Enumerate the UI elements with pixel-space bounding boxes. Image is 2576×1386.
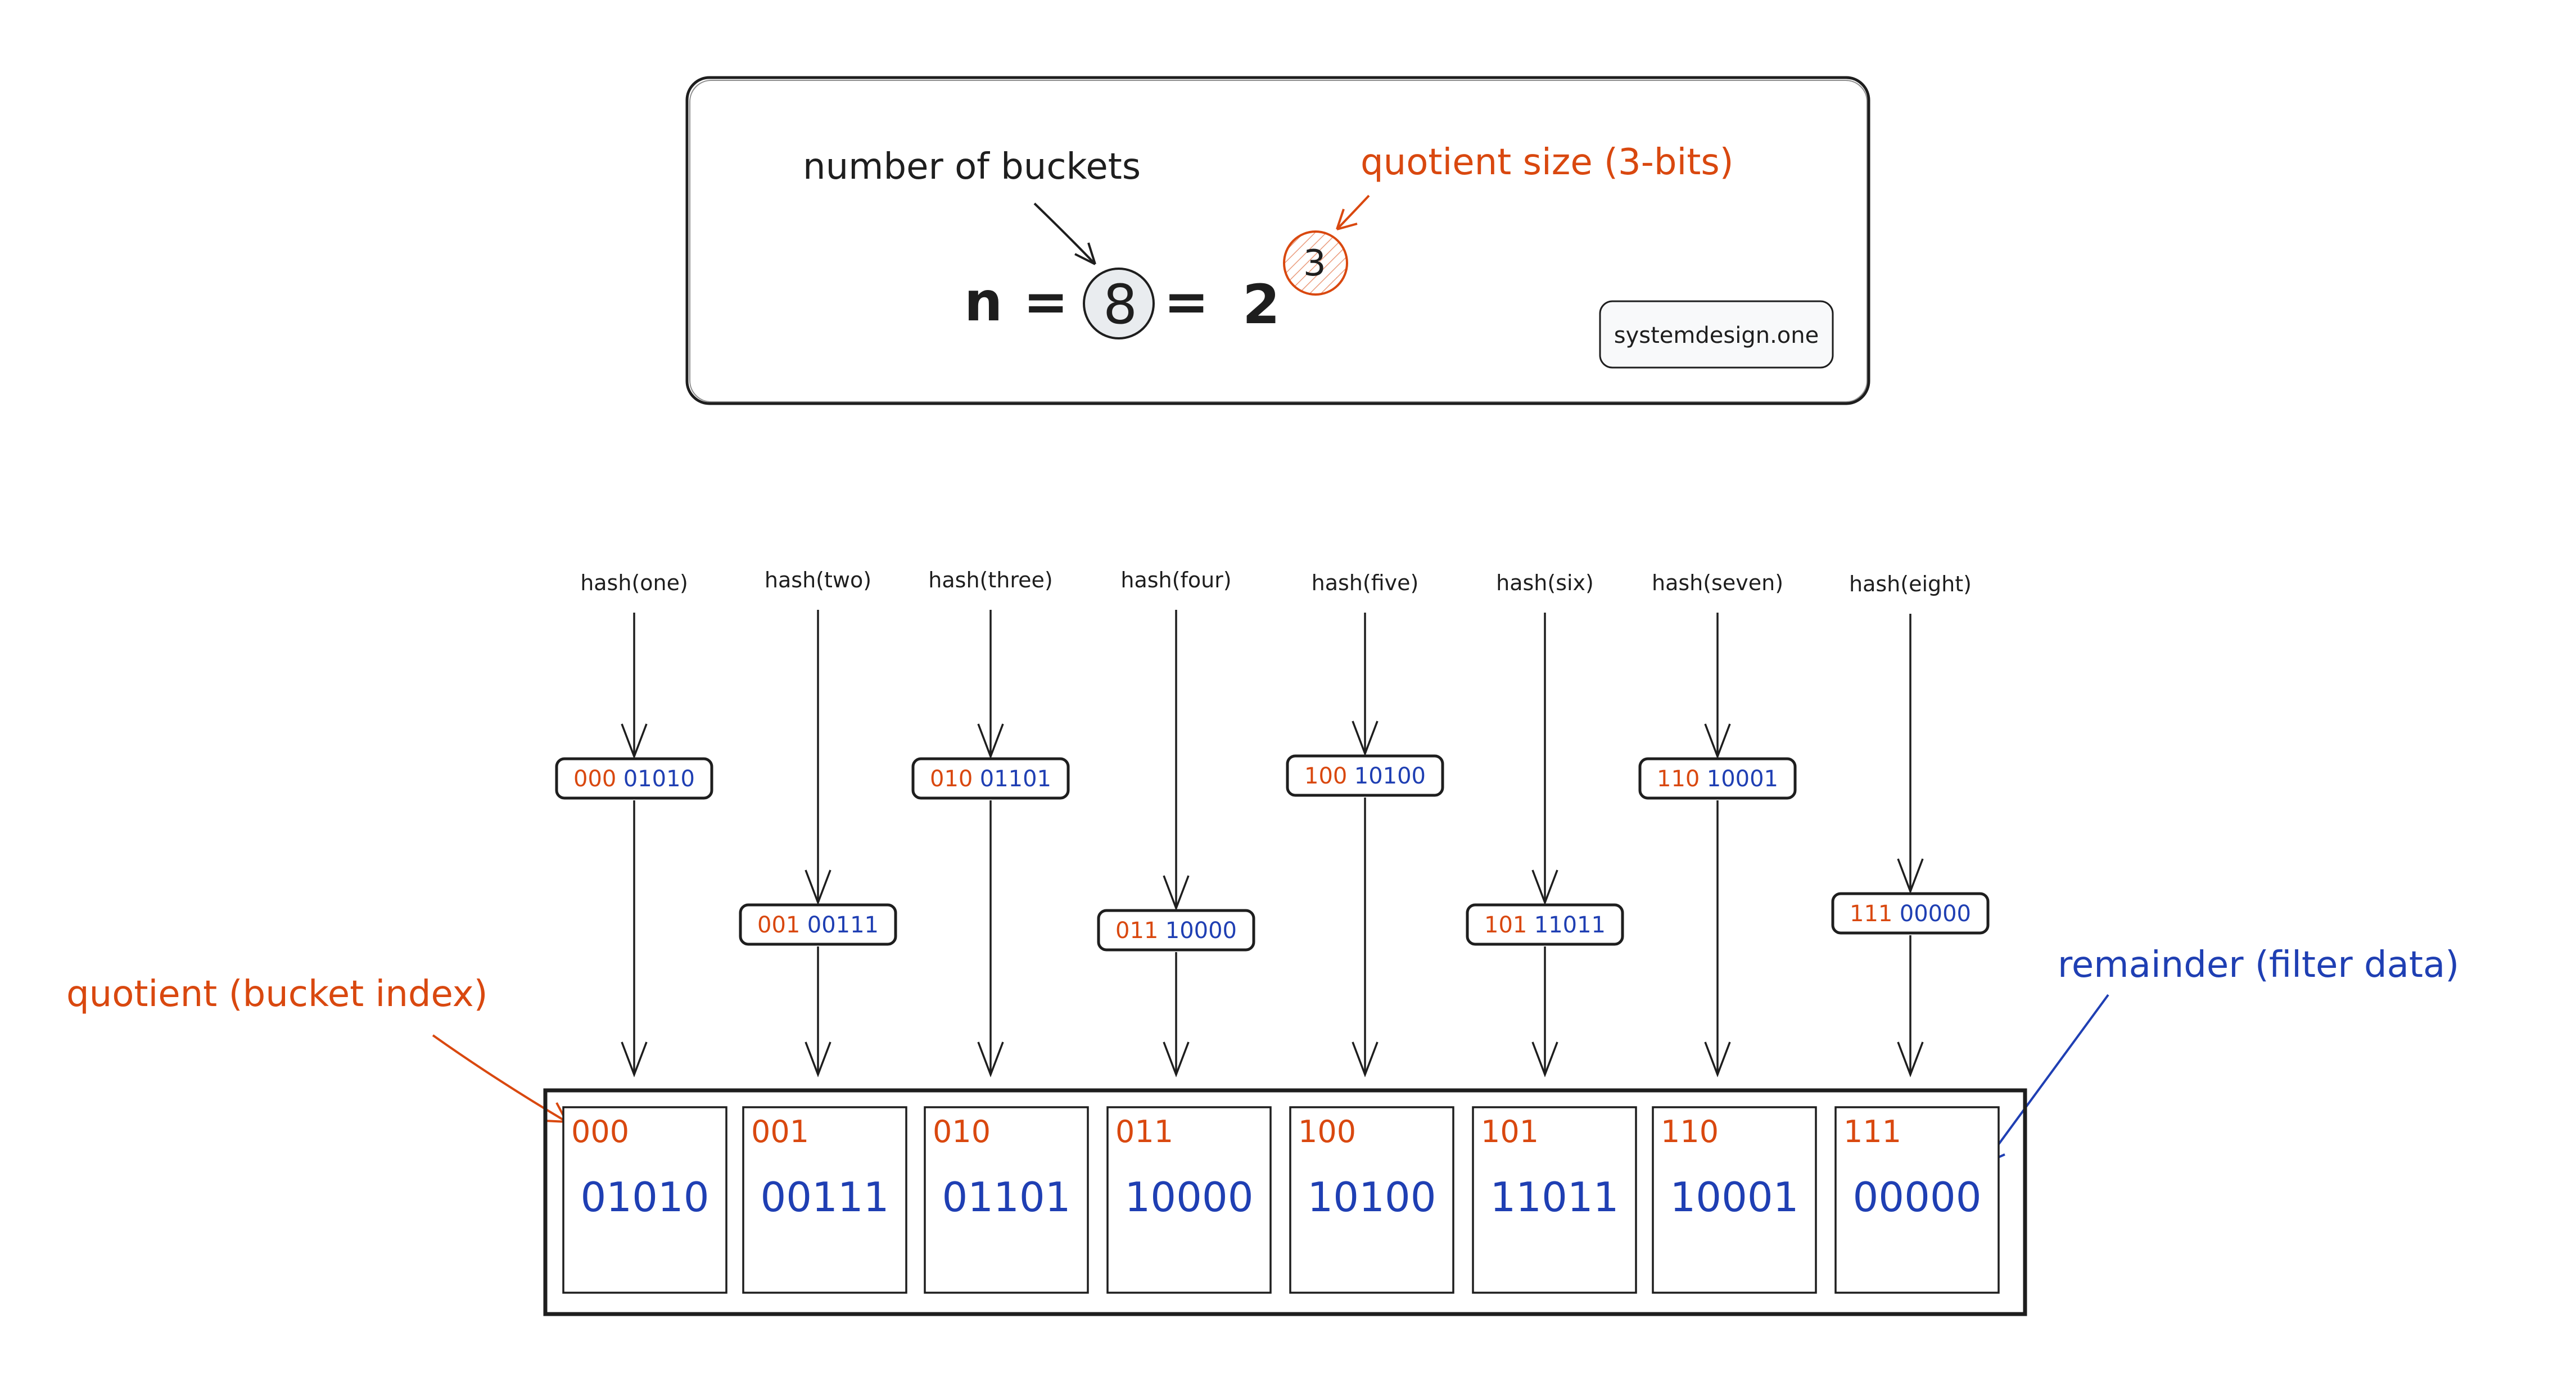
formula-n: n bbox=[964, 270, 1002, 333]
hash-label: hash(seven) bbox=[1652, 570, 1783, 595]
hash-column: hash(six) 101 11011 101 11011 bbox=[1466, 570, 1637, 1294]
tag-remainder: 00000 bbox=[1900, 901, 1971, 927]
bucket-quotient: 011 bbox=[1115, 1114, 1173, 1149]
hash-value-tag: 001 00111 bbox=[739, 903, 897, 946]
bucket-remainder: 10001 bbox=[1670, 1174, 1798, 1221]
bucket: 011 10000 bbox=[1106, 1106, 1272, 1294]
bucket-quotient: 100 bbox=[1298, 1114, 1356, 1149]
hash-column: hash(eight) 111 00000 111 00000 bbox=[1831, 572, 2000, 1294]
hash-label: hash(three) bbox=[928, 568, 1052, 592]
hash-label: hash(six) bbox=[1496, 570, 1594, 595]
watermark: systemdesign.one bbox=[1614, 323, 1819, 348]
bucket-quotient: 000 bbox=[571, 1114, 629, 1149]
formula-equals-2: = bbox=[1164, 270, 1209, 333]
quotient-note-arrow bbox=[1336, 194, 1370, 230]
hash-column: hash(four) 011 10000 011 10000 bbox=[1097, 568, 1272, 1294]
hash-value-tag: 110 10001 bbox=[1638, 757, 1797, 800]
bucket-remainder: 10100 bbox=[1307, 1174, 1436, 1221]
bucket-remainder: 00111 bbox=[760, 1174, 889, 1221]
bucket: 010 01101 bbox=[924, 1106, 1089, 1294]
bucket-quotient: 001 bbox=[751, 1114, 809, 1149]
hash-value-tag: 101 11011 bbox=[1466, 903, 1624, 946]
tag-remainder: 01010 bbox=[623, 766, 695, 792]
tag-remainder: 00111 bbox=[807, 912, 879, 938]
bucket: 100 10100 bbox=[1289, 1106, 1454, 1294]
bucket: 111 00000 bbox=[1834, 1106, 2000, 1294]
formula-panel: number of buckets quotient size (3-bits)… bbox=[685, 76, 1870, 405]
bucket-quotient: 101 bbox=[1481, 1114, 1539, 1149]
bucket-remainder: 01010 bbox=[580, 1174, 709, 1221]
bucket-remainder: 10000 bbox=[1124, 1174, 1253, 1221]
tag-quotient: 000 bbox=[573, 766, 616, 792]
formula-equals-1: = bbox=[1023, 270, 1068, 333]
watermark-box bbox=[1599, 300, 1834, 369]
tag-quotient: 110 bbox=[1657, 766, 1700, 792]
remainder-label: remainder (filter data) bbox=[2058, 944, 2459, 986]
tag-quotient: 010 bbox=[930, 766, 973, 792]
formula-exponent: 3 bbox=[1303, 243, 1326, 284]
hash-label: hash(two) bbox=[765, 568, 871, 592]
tag-remainder: 11011 bbox=[1534, 912, 1606, 938]
formula-base: 2 bbox=[1242, 273, 1280, 336]
hash-column: hash(three) 010 01101 010 01101 bbox=[911, 568, 1089, 1294]
bucket: 101 11011 bbox=[1472, 1106, 1637, 1294]
bucket-remainder: 00000 bbox=[1852, 1174, 1981, 1221]
buckets-highlight-circle bbox=[1083, 268, 1155, 339]
tag-quotient: 001 bbox=[757, 912, 800, 938]
hash-label: hash(eight) bbox=[1849, 572, 1972, 596]
hash-label: hash(one) bbox=[580, 570, 688, 595]
hash-column: hash(seven) 110 10001 110 10001 bbox=[1638, 570, 1817, 1294]
hash-column: hash(two) 001 00111 001 00111 bbox=[739, 568, 907, 1294]
hash-value-tag: 000 01010 bbox=[555, 757, 713, 800]
tag-remainder: 01101 bbox=[980, 766, 1051, 792]
bucket-quotient: 110 bbox=[1661, 1114, 1719, 1149]
tag-quotient: 011 bbox=[1115, 918, 1158, 944]
tag-quotient: 100 bbox=[1304, 763, 1347, 789]
bucket-remainder: 11011 bbox=[1490, 1174, 1619, 1221]
tag-remainder: 10100 bbox=[1354, 763, 1426, 789]
bucket: 000 01010 bbox=[562, 1106, 727, 1294]
buckets-note: number of buckets bbox=[803, 146, 1141, 188]
hash-column: hash(one) 000 01010 000 01010 bbox=[555, 570, 727, 1294]
hash-column: hash(five) 100 10100 100 10100 bbox=[1286, 570, 1454, 1294]
tag-quotient: 111 bbox=[1850, 901, 1892, 927]
quotient-label: quotient (bucket index) bbox=[66, 973, 488, 1015]
bucket: 001 00111 bbox=[742, 1106, 907, 1294]
hash-value-tag: 010 01101 bbox=[911, 757, 1070, 800]
hash-label: hash(four) bbox=[1120, 568, 1231, 592]
formula-buckets: 8 bbox=[1103, 273, 1137, 336]
remainder-label-arrow bbox=[1983, 994, 2109, 1165]
bucket-remainder: 01101 bbox=[942, 1174, 1070, 1221]
tag-remainder: 10001 bbox=[1707, 766, 1778, 792]
tag-remainder: 10000 bbox=[1165, 918, 1237, 944]
quotient-size-note: quotient size (3-bits) bbox=[1361, 142, 1734, 183]
hash-label: hash(five) bbox=[1312, 570, 1419, 595]
tag-quotient: 101 bbox=[1484, 912, 1527, 938]
hash-value-tag: 100 10100 bbox=[1286, 754, 1444, 797]
bucket-quotient: 010 bbox=[933, 1114, 991, 1149]
bucket: 110 10001 bbox=[1652, 1106, 1817, 1294]
buckets-note-arrow bbox=[1033, 202, 1096, 265]
exponent-highlight-circle bbox=[1283, 230, 1348, 296]
hash-value-tag: 011 10000 bbox=[1097, 909, 1255, 952]
filter-array-frame bbox=[543, 1088, 2027, 1316]
hash-value-tag: 111 00000 bbox=[1831, 892, 1990, 935]
bucket-quotient: 111 bbox=[1843, 1114, 1901, 1149]
